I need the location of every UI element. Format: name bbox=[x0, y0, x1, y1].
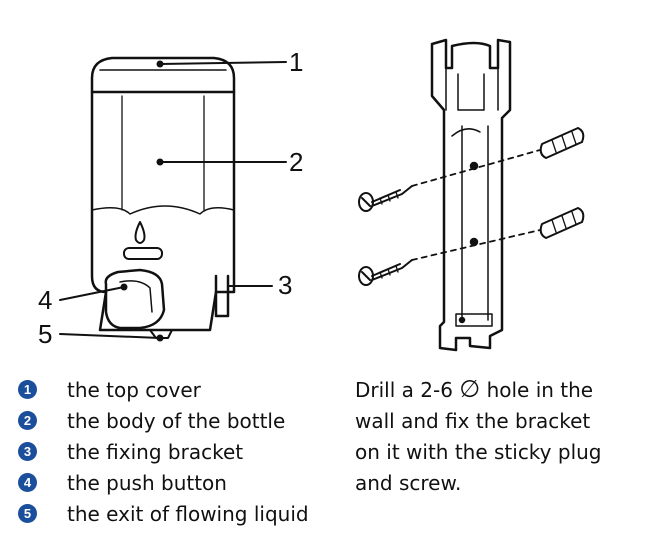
number-badge: 4 bbox=[18, 473, 37, 492]
legend-item: 2 the body of the bottle bbox=[18, 405, 348, 436]
bracket-outline bbox=[430, 38, 512, 352]
number-badge: 5 bbox=[18, 504, 37, 523]
legend-text: the fixing bracket bbox=[67, 439, 244, 464]
legend-text: the exit of flowing liquid bbox=[67, 501, 309, 526]
number-badge: 2 bbox=[18, 411, 37, 430]
drop-icon bbox=[134, 221, 146, 244]
top-cover bbox=[90, 56, 236, 94]
instruction-line-1: Drill a 2-6 ∅ hole in the bbox=[355, 374, 655, 406]
diameter-symbol: ∅ bbox=[459, 375, 481, 403]
instruction-line-4: and screw. bbox=[355, 471, 462, 495]
legend-text: the top cover bbox=[67, 377, 201, 402]
number-badge: 3 bbox=[18, 442, 37, 461]
screw-lower bbox=[358, 259, 413, 286]
instruction-line-1-prefix: Drill a 2-6 bbox=[355, 378, 453, 402]
instruction-line-1-suffix: hole in the bbox=[486, 378, 594, 402]
soap-dispenser bbox=[90, 56, 236, 339]
wall-bracket bbox=[430, 38, 512, 352]
legend-item: 1 the top cover bbox=[18, 374, 348, 405]
parts-legend: 1 the top cover 2 the body of the bottle… bbox=[18, 374, 348, 529]
fixing-bracket-stub bbox=[214, 274, 230, 318]
number-badge: 1 bbox=[18, 380, 37, 399]
callout-lines bbox=[59, 60, 287, 342]
push-button bbox=[104, 268, 166, 330]
callout-2: 2 bbox=[289, 147, 304, 177]
instruction-line-3: on it with the sticky plug bbox=[355, 440, 602, 464]
instruction-line-2: wall and fix the bracket bbox=[355, 409, 591, 433]
legend-item: 4 the push button bbox=[18, 467, 348, 498]
legend-item: 3 the fixing bracket bbox=[18, 436, 348, 467]
wall-plug-upper bbox=[539, 127, 585, 159]
callout-4: 4 bbox=[38, 285, 53, 315]
callout-1: 1 bbox=[289, 47, 304, 77]
alignment-lines bbox=[411, 149, 541, 261]
screw-hole-lower bbox=[469, 237, 479, 247]
legend-text: the push button bbox=[67, 470, 227, 495]
installation-instruction: Drill a 2-6 ∅ hole in the wall and fix t… bbox=[355, 374, 655, 499]
callout-5: 5 bbox=[38, 319, 53, 349]
callout-3: 3 bbox=[278, 270, 293, 300]
wall-plug-lower bbox=[539, 207, 585, 239]
legend-item: 5 the exit of flowing liquid bbox=[18, 498, 348, 529]
level-window bbox=[123, 247, 163, 260]
screw-upper bbox=[358, 185, 413, 212]
installation-diagram bbox=[59, 38, 585, 352]
legend-text: the body of the bottle bbox=[67, 408, 286, 433]
